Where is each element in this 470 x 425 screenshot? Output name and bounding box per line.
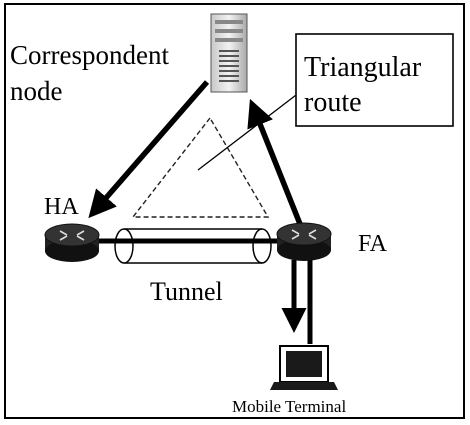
callout-box (295, 33, 454, 127)
correspondent-node-label-line2: node (10, 76, 63, 106)
callout-label-line2: route (304, 87, 362, 118)
router-icon (44, 223, 100, 262)
triangular-route-callout: Triangular route (197, 33, 454, 171)
home-agent-label: HA (44, 194, 79, 220)
figure-frame (4, 3, 465, 419)
arrow-cn-to-ha (88, 80, 210, 219)
tunnel-label: Tunnel (150, 277, 223, 306)
callout-label-line1: Triangular (304, 52, 422, 83)
router-icon (276, 222, 332, 261)
correspondent-node-label-line1: Correspondent (10, 40, 169, 70)
triangular-route-dashed-triangle (131, 116, 270, 218)
mobile-terminal-label: Mobile Terminal (232, 397, 346, 416)
laptop-icon (270, 345, 338, 390)
tunnel-cylinder (114, 228, 272, 264)
callout-pointer (197, 91, 301, 171)
arrow-fa-to-cn (247, 98, 303, 226)
server-icon (210, 13, 248, 93)
foreign-agent-label: FA (358, 231, 388, 257)
